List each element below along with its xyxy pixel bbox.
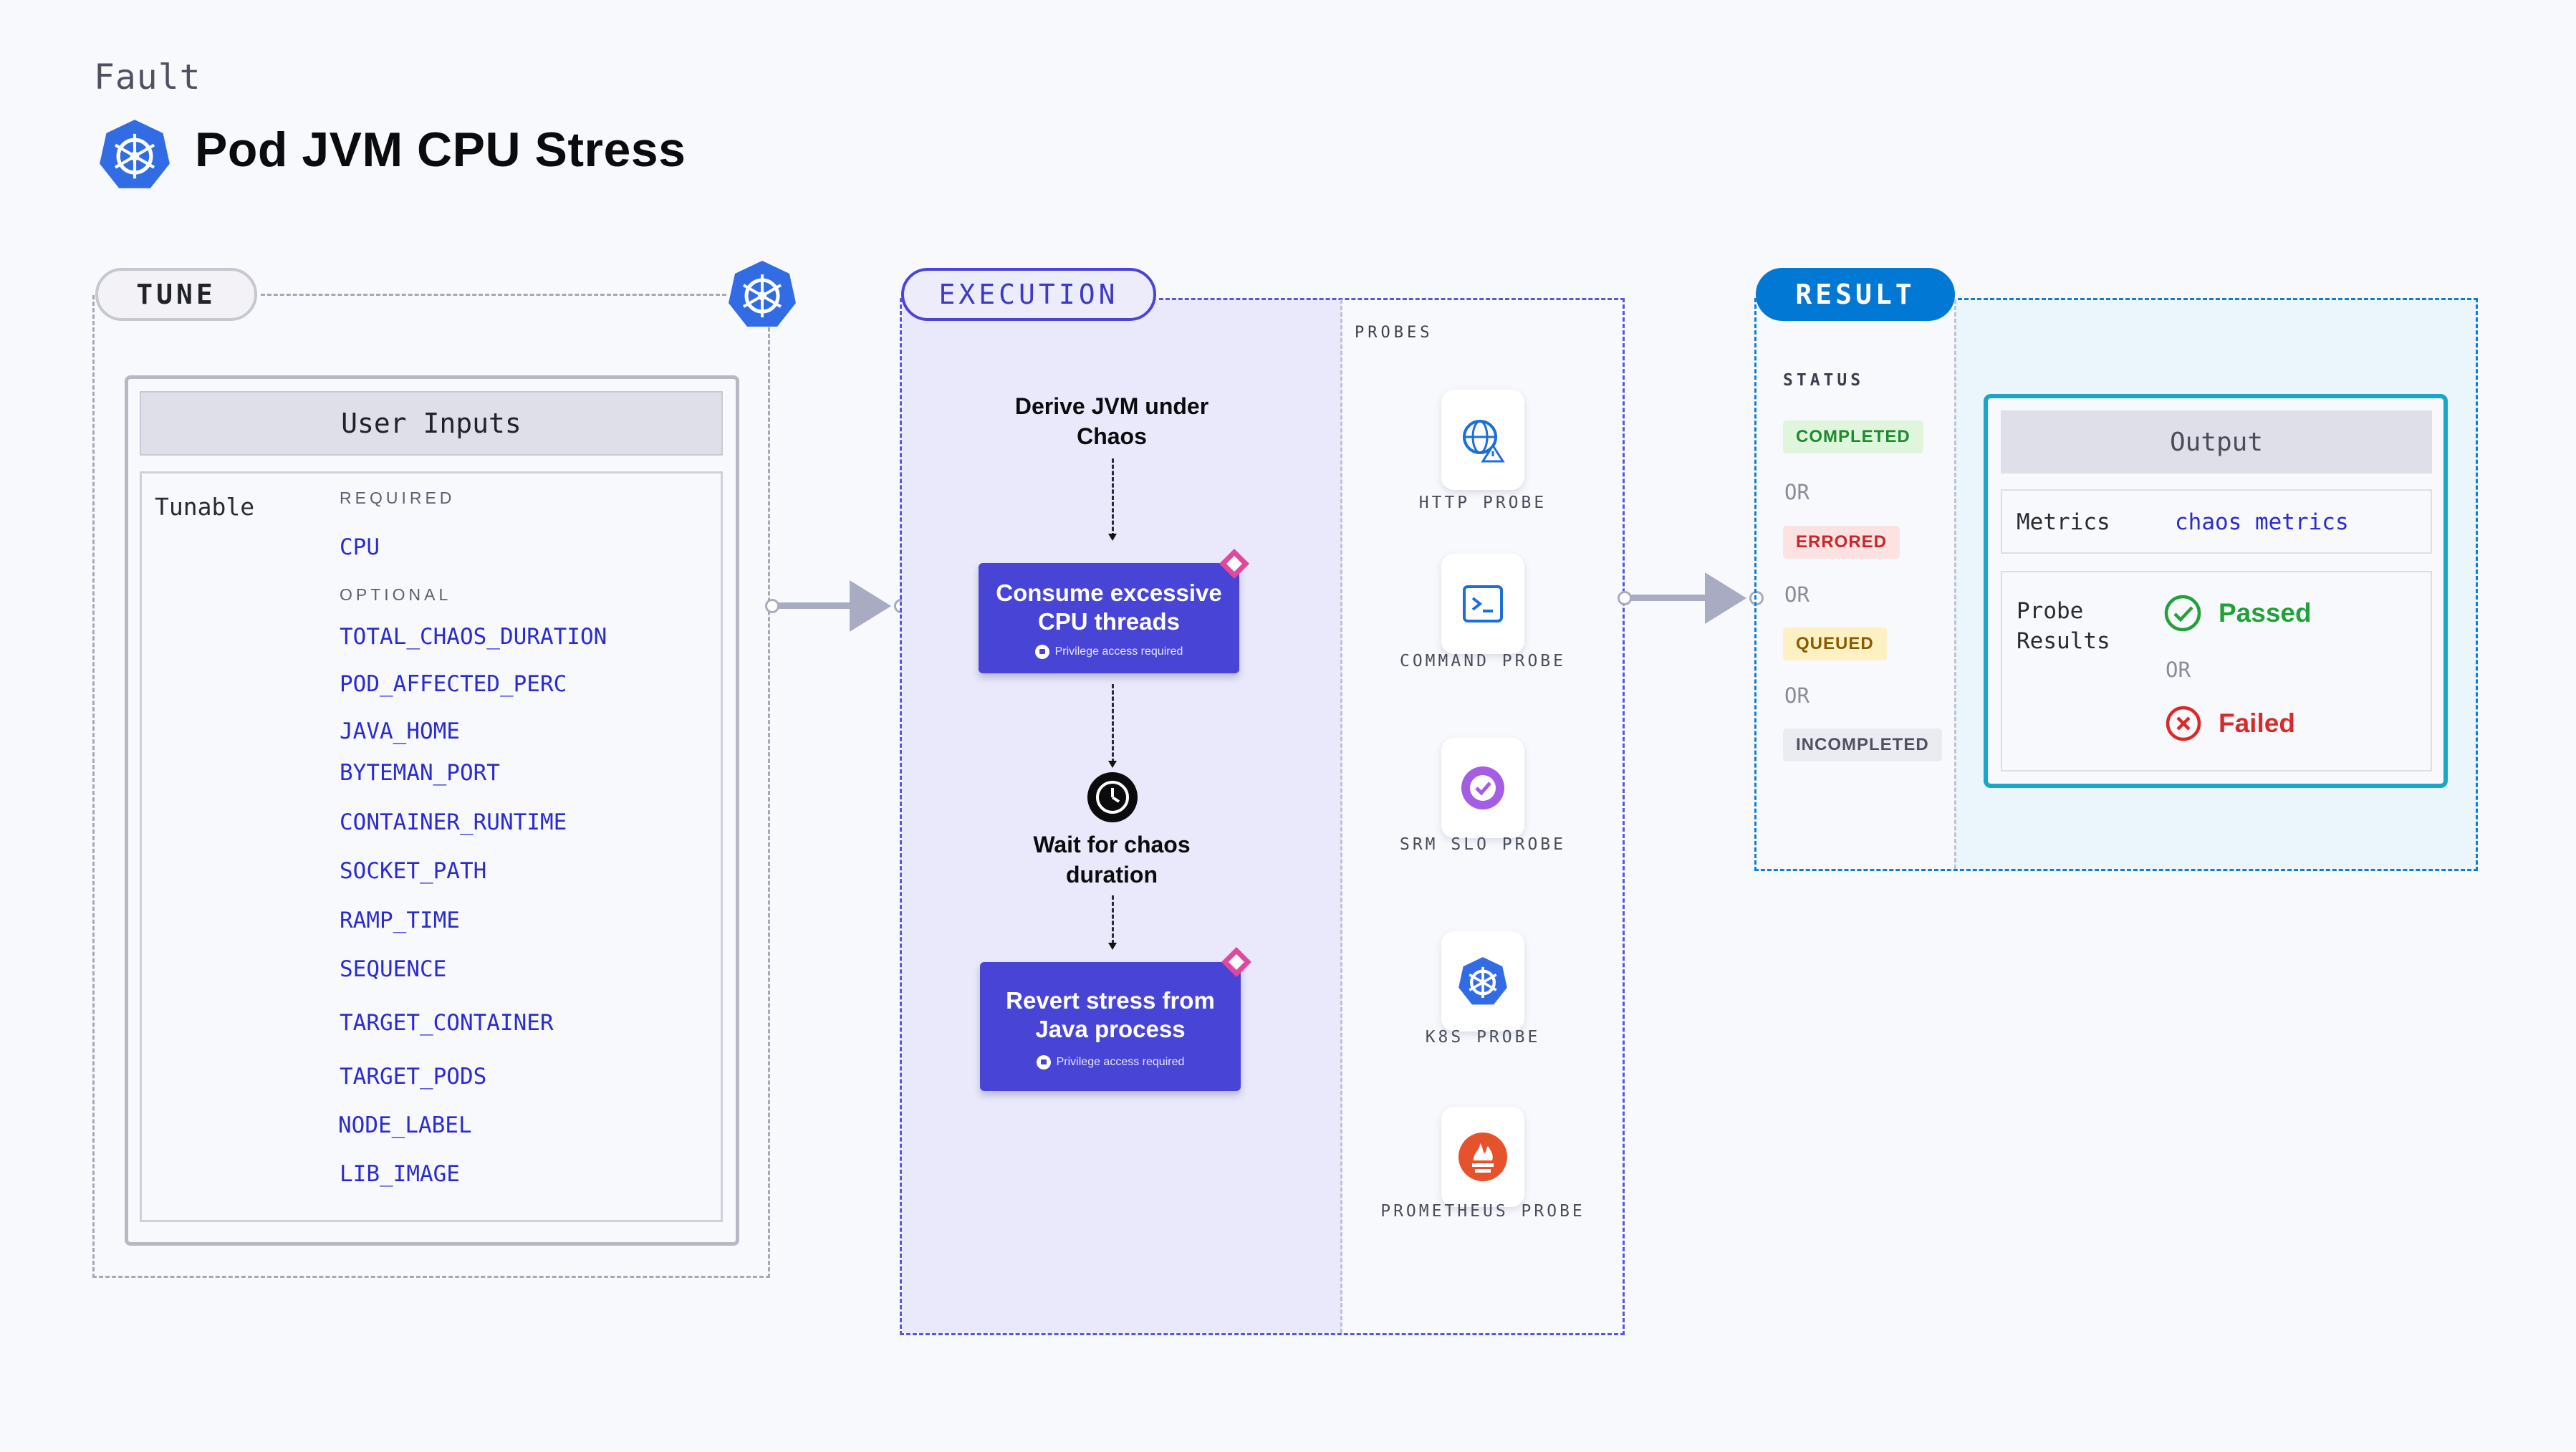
tune-pill: TUNE xyxy=(95,268,257,321)
result-border-top xyxy=(1958,298,2478,300)
probe-label: K8S PROBE xyxy=(1425,1028,1541,1047)
connector-dot xyxy=(1618,591,1632,605)
lock-icon xyxy=(1036,1055,1051,1069)
output-title: Output xyxy=(2001,410,2432,473)
arrow-down-icon xyxy=(1108,534,1117,541)
optional-param: SEQUENCE xyxy=(340,956,447,982)
probe-results-row xyxy=(2001,571,2432,771)
slo-icon xyxy=(1441,738,1524,838)
or-text: OR xyxy=(1784,683,1810,708)
connector-dot xyxy=(765,599,779,613)
execution-border-top xyxy=(1159,298,1625,300)
step-card-title: Revert stress from Java process xyxy=(1006,987,1215,1042)
status-completed-badge: COMPLETED xyxy=(1783,420,1923,453)
arrow-down-icon xyxy=(1108,761,1117,768)
step-wait-duration: Wait for chaos duration xyxy=(1033,832,1191,888)
privilege-note: Privilege access required xyxy=(979,645,1239,659)
step-card-title: Consume excessive CPU threads xyxy=(996,580,1222,635)
lock-icon xyxy=(1034,645,1049,659)
optional-param: NODE_LABEL xyxy=(338,1112,472,1138)
step-card-consume-cpu: Consume excessive CPU threads Privilege … xyxy=(979,563,1239,673)
optional-param: TOTAL_CHAOS_DURATION xyxy=(340,624,607,650)
metrics-label: Metrics xyxy=(2017,509,2110,535)
connector-line xyxy=(778,602,854,609)
or-text: OR xyxy=(1784,582,1810,607)
execution-divider xyxy=(1340,299,1342,1333)
optional-param: POD_AFFECTED_PERC xyxy=(340,671,567,697)
user-inputs-body xyxy=(140,471,723,1222)
result-divider xyxy=(1954,299,1956,869)
tune-section xyxy=(92,295,770,1278)
optional-param: JAVA_HOME xyxy=(340,718,460,744)
connector-line xyxy=(1630,595,1708,601)
kubernetes-icon xyxy=(97,117,172,192)
chaos-badge-icon xyxy=(1218,547,1251,584)
tune-border-top xyxy=(261,294,726,296)
status-queued-badge: QUEUED xyxy=(1783,628,1887,660)
kubernetes-icon xyxy=(1441,931,1524,1032)
result-section xyxy=(1754,298,2478,871)
privilege-note: Privilege access required xyxy=(980,1055,1241,1069)
optional-param: SOCKET_PATH xyxy=(340,858,487,884)
globe-icon xyxy=(1441,390,1524,490)
privilege-note-text: Privilege access required xyxy=(1056,1056,1185,1068)
flow-line xyxy=(1112,684,1114,763)
tunable-label: Tunable xyxy=(155,493,255,521)
probes-label: PROBES xyxy=(1355,324,1433,342)
or-text: OR xyxy=(1784,480,1810,504)
required-label: REQUIRED xyxy=(340,489,456,507)
check-circle-icon xyxy=(2163,594,2202,636)
step-card-revert-stress: Revert stress from Java process Privileg… xyxy=(980,962,1241,1091)
connector-dot xyxy=(1749,591,1764,605)
privilege-note-text: Privilege access required xyxy=(1054,645,1183,658)
kubernetes-icon xyxy=(726,259,798,330)
optional-param: BYTEMAN_PORT xyxy=(340,760,500,786)
optional-label: OPTIONAL xyxy=(340,585,452,604)
chaos-badge-icon xyxy=(1220,946,1253,982)
clock-icon xyxy=(1087,772,1138,822)
page-title: Pod JVM CPU Stress xyxy=(195,122,686,177)
probe-label: SRM SLO PROBE xyxy=(1399,835,1566,854)
status-incompleted-badge: INCOMPLETED xyxy=(1783,729,1942,761)
arrow-right-icon xyxy=(850,580,891,632)
step-derive-jvm: Derive JVM under Chaos xyxy=(1014,393,1209,449)
status-label: STATUS xyxy=(1783,371,1865,390)
status-errored-badge: ERRORED xyxy=(1783,526,1900,559)
optional-param: TARGET_CONTAINER xyxy=(340,1010,554,1036)
x-circle-icon xyxy=(2165,705,2202,746)
optional-param: LIB_IMAGE xyxy=(340,1161,460,1187)
required-param: CPU xyxy=(340,534,380,560)
flow-line xyxy=(1112,895,1114,944)
arrow-right-icon xyxy=(1705,572,1746,624)
optional-param: RAMP_TIME xyxy=(340,908,460,933)
passed-text: Passed xyxy=(2219,598,2312,628)
probe-label: COMMAND PROBE xyxy=(1399,652,1566,670)
user-inputs-title: User Inputs xyxy=(140,391,723,456)
execution-pill: EXECUTION xyxy=(901,268,1156,321)
prometheus-icon xyxy=(1441,1107,1524,1207)
optional-param: CONTAINER_RUNTIME xyxy=(340,809,567,835)
metrics-value: chaos metrics xyxy=(2175,509,2349,535)
failed-text: Failed xyxy=(2219,708,2295,738)
metrics-row xyxy=(2001,489,2432,554)
arrow-down-icon xyxy=(1108,943,1117,950)
probe-results-label: Probe Results xyxy=(2017,598,2110,654)
terminal-icon xyxy=(1441,554,1524,654)
execution-section xyxy=(900,298,1625,1335)
probe-label: PROMETHEUS PROBE xyxy=(1380,1202,1585,1221)
flow-line xyxy=(1112,458,1114,537)
result-pill: RESULT xyxy=(1756,268,1955,321)
page-eyebrow: Fault xyxy=(94,57,201,97)
probe-label: HTTP PROBE xyxy=(1418,494,1547,512)
optional-param: TARGET_PODS xyxy=(340,1064,487,1090)
or-text: OR xyxy=(2166,658,2191,682)
